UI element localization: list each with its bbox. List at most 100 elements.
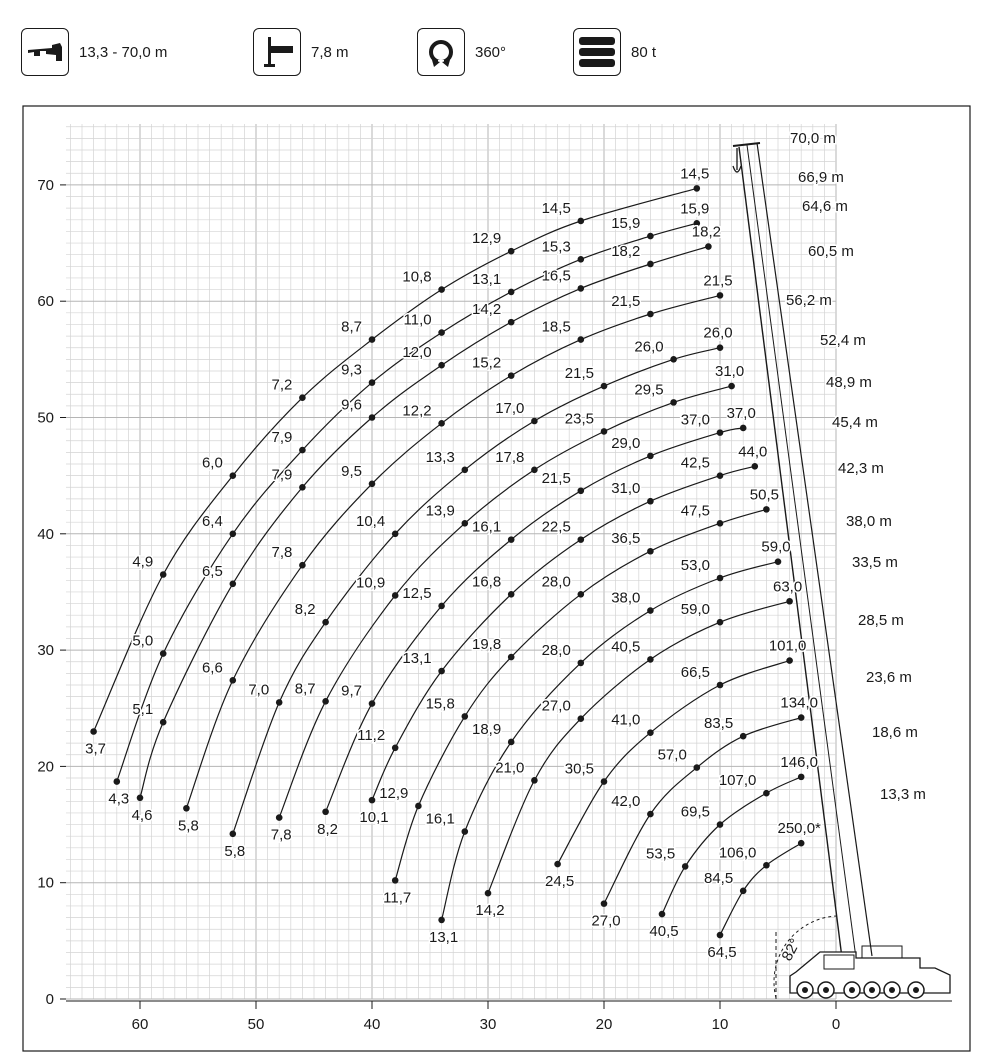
load-point [507, 288, 515, 296]
y-tick-label: 30 [37, 642, 54, 659]
load-value-label: 19,8 [472, 636, 501, 653]
load-value-label: 14,5 [680, 165, 709, 182]
load-value-label: 29,5 [634, 381, 663, 398]
load-value-label: 59,0 [761, 539, 790, 556]
spec-boom-length-label: 13,3 - 70,0 m [79, 43, 168, 61]
load-point [600, 428, 608, 435]
load-value-label: 66,5 [681, 664, 710, 681]
load-value-label: 9,6 [341, 397, 362, 414]
x-tick-label: 60 [132, 1016, 149, 1033]
load-point [299, 483, 306, 491]
load-value-label: 28,0 [542, 642, 571, 659]
load-point [693, 185, 701, 192]
hook-icon [732, 148, 742, 173]
load-point [299, 446, 306, 454]
load-point [716, 429, 724, 436]
load-value-label: 12,0 [402, 344, 431, 361]
load-value-label: 14,2 [475, 902, 504, 919]
load-point [531, 466, 538, 474]
load-point [461, 828, 469, 835]
load-point [438, 361, 445, 369]
load-value-label: 10,4 [356, 513, 385, 530]
load-curve-line [185, 294, 721, 809]
load-value-label: 28,0 [542, 573, 571, 590]
load-point [681, 863, 689, 870]
y-tick-label: 50 [37, 410, 54, 427]
load-value-label: 21,5 [611, 293, 640, 310]
load-point [739, 887, 747, 895]
load-point [299, 394, 306, 402]
load-point [229, 830, 237, 838]
superstructure [861, 945, 903, 959]
rotation-360-icon [417, 28, 465, 76]
load-point [763, 506, 770, 513]
load-value-label: 6,5 [202, 563, 223, 580]
load-value-label: 11,2 [357, 727, 385, 744]
load-point [716, 574, 724, 582]
load-point [461, 520, 469, 527]
load-value-label: 69,5 [681, 804, 710, 821]
load-value-label: 12,5 [402, 585, 431, 602]
telescopic-boom-icon [21, 28, 69, 76]
load-point [647, 310, 654, 318]
spec-outrigger: 7,8 m [253, 27, 349, 77]
load-value-label: 44,0 [738, 443, 767, 460]
load-value-label: 7,8 [271, 827, 292, 844]
load-point [600, 900, 608, 907]
load-curve-line [719, 842, 802, 936]
load-value-label: 41,0 [611, 712, 640, 729]
load-curve-line [232, 347, 721, 835]
load-point [670, 356, 677, 363]
load-point [716, 520, 724, 527]
load-point [577, 256, 585, 263]
load-point [507, 372, 515, 379]
chart-grid [66, 124, 837, 1000]
boom-length-label: 48,9 m [826, 374, 872, 391]
load-point [693, 764, 701, 771]
load-point [577, 659, 585, 667]
load-point [763, 789, 770, 797]
load-value-label: 18,2 [692, 224, 721, 241]
load-point [786, 597, 793, 605]
boom-head [732, 142, 761, 147]
load-value-label: 6,4 [202, 513, 223, 530]
load-point [693, 219, 701, 227]
load-point [647, 232, 654, 240]
load-value-label: 13,1 [402, 650, 431, 667]
load-value-label: 42,0 [611, 793, 640, 810]
load-point [797, 714, 805, 721]
load-value-label: 7,0 [248, 681, 269, 698]
load-point [531, 777, 538, 784]
load-value-label: 31,0 [715, 363, 744, 380]
spec-boom-length: 13,3 - 70,0 m [21, 27, 167, 77]
load-point [438, 420, 445, 427]
load-value-label: 14,2 [472, 301, 501, 318]
load-point [507, 247, 515, 255]
wheel-hub [889, 987, 895, 993]
load-value-label: 5,8 [178, 817, 199, 834]
load-point [786, 657, 793, 664]
load-value-label: 84,5 [704, 870, 733, 887]
load-value-label: 30,5 [565, 761, 594, 778]
load-point [577, 217, 585, 225]
load-value-label: 10,9 [356, 574, 385, 591]
load-value-label: 15,2 [472, 355, 501, 372]
boom-length-label: 52,4 m [820, 332, 866, 349]
x-tick-label: 10 [712, 1016, 729, 1033]
load-value-label: 6,0 [202, 455, 223, 472]
load-point [600, 778, 608, 785]
load-point [647, 729, 654, 736]
load-point [577, 715, 585, 723]
load-point [670, 399, 677, 406]
load-value-label: 40,5 [611, 638, 640, 655]
boom-length-label: 23,6 m [866, 669, 912, 686]
y-tick-label: 40 [37, 526, 54, 543]
load-point [577, 336, 585, 343]
load-point [322, 697, 329, 705]
load-point [797, 773, 805, 781]
load-point [797, 839, 805, 847]
load-value-label: 15,9 [611, 215, 640, 232]
boom-length-label: 64,6 m [802, 198, 848, 215]
load-value-label: 3,7 [85, 741, 106, 758]
